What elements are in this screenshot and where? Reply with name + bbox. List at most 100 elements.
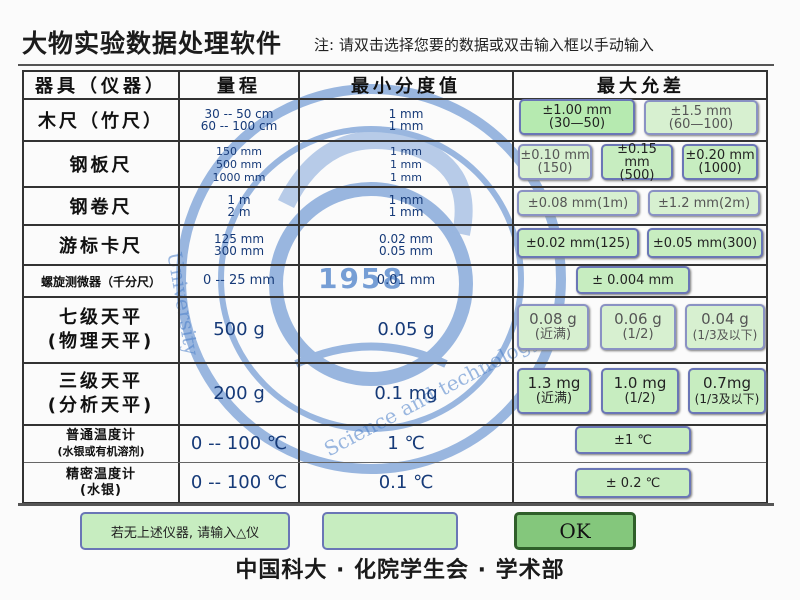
range-steel-ruler: 150 mm 500 mm 1000 mm	[180, 142, 298, 186]
min-div-value: 1 mm	[388, 193, 424, 207]
tolerance-steel-500-button[interactable]: ±0.15 mm (500)	[601, 143, 673, 182]
instrument-wood-ruler: 木尺（竹尺）	[38, 111, 164, 132]
instrument-name-line: (水银或有机溶剂)	[57, 445, 145, 458]
range-physical-balance: 500 g	[213, 319, 265, 340]
tolerance-analytical-half-button[interactable]: 1.0 mg (1/2)	[601, 368, 679, 414]
col-divider	[178, 72, 180, 502]
range-value: 2 m	[227, 205, 251, 219]
manual-input-field[interactable]	[322, 512, 458, 550]
min-div-value: 1 mm	[390, 157, 422, 171]
row-divider	[24, 224, 766, 226]
tolerance-tape-2m-button[interactable]: ±1.2 mm(2m)	[648, 190, 760, 216]
tolerance-condition: (1/3及以下)	[694, 392, 760, 406]
range-tape-measure: 1 m 2 m	[180, 188, 298, 224]
instrument-steel-ruler: 钢板尺	[69, 155, 133, 176]
tolerance-value: ±0.10 mm	[520, 148, 590, 163]
tolerance-micrometer-button[interactable]: ± 0.004 mm	[576, 266, 690, 294]
instrument-name-line: 三级天平	[59, 371, 143, 392]
range-micrometer: 0 -- 25 mm	[203, 273, 275, 288]
tolerance-value: 0.08 g	[529, 310, 577, 328]
header-max-tolerance: 最大允差	[597, 76, 685, 97]
min-div-physical-balance: 0.05 g	[377, 319, 435, 340]
tolerance-tape-1m-button[interactable]: ±0.08 mm(1m)	[517, 190, 639, 216]
tolerance-condition: (近满)	[534, 327, 572, 342]
tolerance-value: 1.3 mg	[527, 374, 581, 392]
min-div-steel-ruler: 1 mm 1 mm 1 mm	[300, 142, 512, 186]
tolerance-value: ±0.02 mm(125)	[525, 235, 631, 251]
tolerance-physical-half-button[interactable]: 0.06 g (1/2)	[600, 304, 676, 350]
tolerance-value: ±0.05 mm(300)	[652, 235, 758, 251]
row-divider	[24, 140, 766, 142]
ok-button[interactable]: OK	[514, 512, 636, 550]
min-div-value: 1 mm	[388, 119, 424, 133]
bottom-divider	[18, 503, 774, 506]
tolerance-condition: (1/2)	[622, 327, 654, 342]
tolerance-value: ±1.00 mm	[542, 103, 612, 118]
tolerance-wood-60-100-button[interactable]: ±1.5 mm (60—100)	[644, 100, 758, 135]
tolerance-analytical-full-button[interactable]: 1.3 mg (近满)	[517, 368, 591, 414]
tolerance-value: ±1.5 mm	[670, 103, 732, 119]
header: 大物实验数据处理软件 注: 请双击选择您要的数据或双击输入框以手动输入	[22, 29, 782, 60]
tolerance-physical-full-button[interactable]: 0.08 g (近满)	[517, 304, 589, 350]
tolerance-value: ± 0.2 ℃	[605, 475, 661, 491]
range-value: 300 mm	[213, 244, 265, 258]
other-instrument-button[interactable]: 若无上述仪器, 请输入△仪	[80, 512, 290, 550]
tolerance-ordinary-thermometer-button[interactable]: ±1 ℃	[575, 426, 691, 454]
range-value: 150 mm	[216, 144, 262, 158]
instrument-micrometer: 螺旋测微器（千分尺）	[40, 274, 161, 289]
min-div-wood-ruler: 1 mm 1 mm	[300, 100, 512, 140]
instrument-name-line: (物理天平)	[47, 331, 155, 352]
instruction-note: 注: 请双击选择您要的数据或双击输入框以手动输入	[314, 36, 654, 54]
header-range: 量程	[217, 76, 261, 97]
row-divider	[24, 186, 766, 188]
tolerance-physical-third-button[interactable]: 0.04 g (1/3及以下)	[685, 304, 765, 350]
min-div-value: 1 mm	[390, 170, 422, 184]
tolerance-analytical-third-button[interactable]: 0.7mg (1/3及以下)	[688, 368, 766, 414]
range-precision-thermometer: 0 -- 100 ℃	[190, 471, 288, 493]
tolerance-value: ±0.08 mm(1m)	[527, 195, 629, 211]
tolerance-value: ±1.2 mm(2m)	[657, 195, 751, 211]
tolerance-caliper-125-button[interactable]: ±0.02 mm(125)	[517, 228, 639, 258]
min-div-value: 0.05 mm	[379, 244, 433, 258]
tolerance-caliper-300-button[interactable]: ±0.05 mm(300)	[647, 228, 763, 258]
min-div-tape-measure: 1 mm 1 mm	[300, 188, 512, 224]
min-div-micrometer: 0.01 mm	[376, 273, 436, 288]
tolerance-value: 0.06 g	[614, 310, 662, 328]
range-value: 500 mm	[216, 157, 262, 171]
range-analytical-balance: 200 g	[213, 383, 265, 404]
tolerance-condition: (150)	[537, 161, 573, 176]
header-min-division: 最小分度值	[351, 76, 461, 97]
row-divider	[24, 296, 766, 298]
tolerance-precision-thermometer-button[interactable]: ± 0.2 ℃	[575, 468, 691, 498]
instrument-name-line: 普通温度计	[65, 428, 136, 443]
tolerance-value: 1.0 mg	[613, 374, 667, 392]
min-div-vernier-caliper: 0.02 mm 0.05 mm	[300, 226, 512, 264]
min-div-value: 1 mm	[388, 205, 424, 219]
min-div-value: 0.02 mm	[379, 232, 433, 246]
instrument-name-line: (水银)	[80, 482, 122, 498]
tolerance-condition: (近满)	[535, 391, 573, 406]
reference-table: 器具（仪器） 量程 最小分度值 最大允差 木尺（竹尺） 30 -- 50 cm …	[22, 70, 768, 504]
range-value: 125 mm	[213, 232, 265, 246]
header-instrument: 器具（仪器）	[35, 76, 167, 97]
app-title: 大物实验数据处理软件	[22, 29, 283, 58]
row-divider	[24, 98, 766, 100]
tolerance-value: 0.7mg	[703, 374, 751, 392]
tolerance-value: 0.04 g	[701, 310, 749, 328]
min-div-value: 1 mm	[388, 107, 424, 121]
instrument-vernier-caliper: 游标卡尺	[59, 236, 143, 257]
min-div-precision-thermometer: 0.1 ℃	[378, 471, 434, 493]
instrument-analytical-balance: 三级天平 (分析天平)	[24, 364, 178, 424]
tolerance-condition: (1000)	[698, 161, 742, 176]
min-div-ordinary-thermometer: 1 ℃	[387, 433, 425, 454]
tolerance-condition: (1/2)	[624, 391, 656, 406]
min-div-value: 1 mm	[390, 144, 422, 158]
footer-credit: 中国科大 · 化院学生会 · 学术部	[235, 558, 565, 583]
tolerance-steel-150-button[interactable]: ±0.10 mm (150)	[518, 144, 592, 180]
tolerance-value: ±0.20 mm	[685, 148, 755, 163]
tolerance-steel-1000-button[interactable]: ±0.20 mm (1000)	[682, 144, 758, 180]
tolerance-condition: (60—100)	[668, 116, 734, 132]
tolerance-wood-30-50-button[interactable]: ±1.00 mm (30—50)	[519, 99, 635, 135]
min-div-analytical-balance: 0.1 mg	[374, 383, 438, 404]
range-wood-ruler: 30 -- 50 cm 60 -- 100 cm	[180, 100, 298, 140]
